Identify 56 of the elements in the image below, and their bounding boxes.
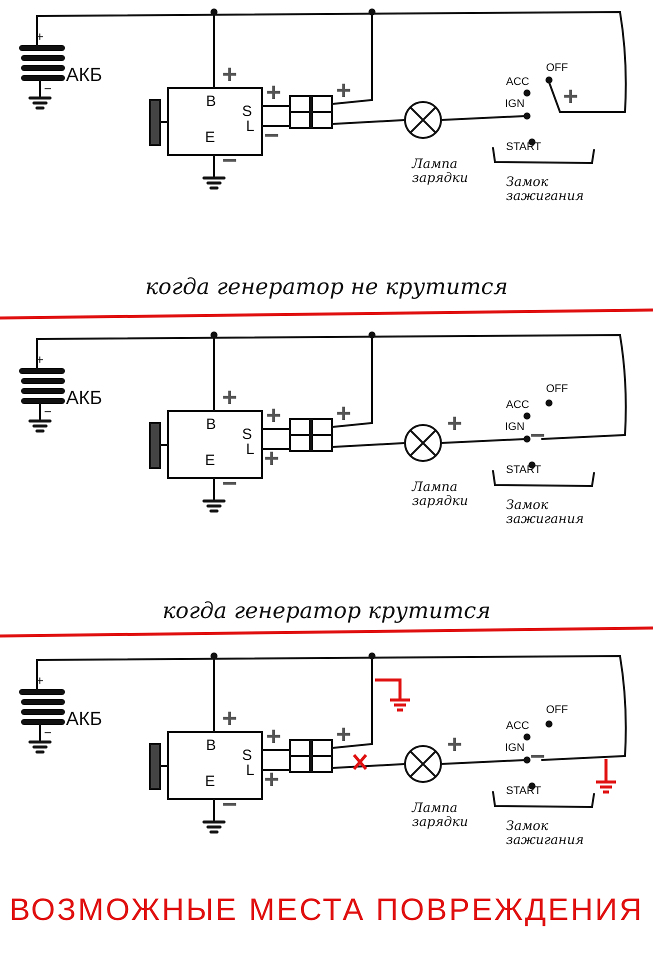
- terminal-label: S: [242, 104, 252, 120]
- polarity-sign: +: [336, 720, 352, 749]
- panel-caption: когда генератор крутится: [161, 600, 492, 624]
- switch-position-label: OFF: [546, 383, 568, 396]
- terminal-label: S: [242, 748, 252, 764]
- polarity-sign: −: [222, 146, 238, 175]
- switch-position-label: ACC: [506, 76, 530, 88]
- terminal-label: E: [205, 130, 216, 146]
- battery-label: АКБ: [66, 389, 102, 410]
- polarity-sign: +: [336, 399, 352, 428]
- polarity-sign: +: [266, 78, 282, 107]
- polarity-sign: −: [222, 790, 238, 819]
- switch-position-label: IGN: [505, 98, 525, 110]
- component-label: Лампа зарядки: [412, 158, 470, 187]
- terminal-label: L: [246, 763, 254, 780]
- polarity-sign: +: [222, 704, 238, 733]
- polarity-sign: −: [44, 726, 52, 740]
- switch-position-label: ACC: [506, 720, 530, 732]
- switch-position-label: OFF: [546, 62, 568, 74]
- component-label: Замок зажигания: [506, 820, 585, 849]
- polarity-sign: +: [336, 76, 352, 105]
- polarity-sign: +: [447, 409, 462, 438]
- warning-heading: ВОЗМОЖНЫЕ МЕСТА ПОВРЕЖДЕНИЯ: [8, 893, 645, 928]
- polarity-sign: +: [222, 60, 238, 89]
- polarity-sign: −: [264, 121, 280, 150]
- switch-position-label: IGN: [505, 742, 525, 754]
- component-label: Лампа зарядки: [412, 481, 470, 510]
- battery-label: АКБ: [66, 66, 102, 87]
- switch-position-label: ACC: [506, 399, 530, 412]
- component-label: Замок зажигания: [506, 176, 585, 205]
- battery-label: АКБ: [66, 710, 102, 731]
- terminal-label: S: [242, 427, 252, 444]
- panel-caption: когда генератор не крутится: [144, 276, 509, 300]
- polarity-sign: −: [222, 469, 238, 498]
- terminal-label: B: [206, 94, 216, 110]
- polarity-sign: +: [447, 730, 462, 759]
- polarity-sign: +: [264, 765, 280, 794]
- polarity-sign: +: [266, 722, 282, 751]
- polarity-sign: −: [44, 405, 52, 420]
- polarity-sign: +: [266, 401, 282, 430]
- switch-position-label: IGN: [505, 421, 525, 434]
- terminal-label: L: [246, 119, 254, 136]
- switch-position-label: OFF: [546, 704, 568, 716]
- terminal-label: B: [206, 417, 216, 434]
- polarity-sign: +: [264, 444, 280, 473]
- terminal-label: L: [246, 442, 254, 458]
- polarity-sign: −: [530, 421, 546, 450]
- component-label: Замок зажигания: [506, 499, 585, 528]
- terminal-label: E: [205, 453, 216, 470]
- component-label: Лампа зарядки: [412, 802, 470, 831]
- terminal-label: B: [206, 738, 216, 754]
- polarity-sign: −: [44, 82, 52, 96]
- polarity-sign: +: [222, 383, 238, 412]
- polarity-sign: +: [563, 82, 578, 111]
- terminal-label: E: [205, 774, 216, 790]
- polarity-sign: −: [530, 742, 546, 771]
